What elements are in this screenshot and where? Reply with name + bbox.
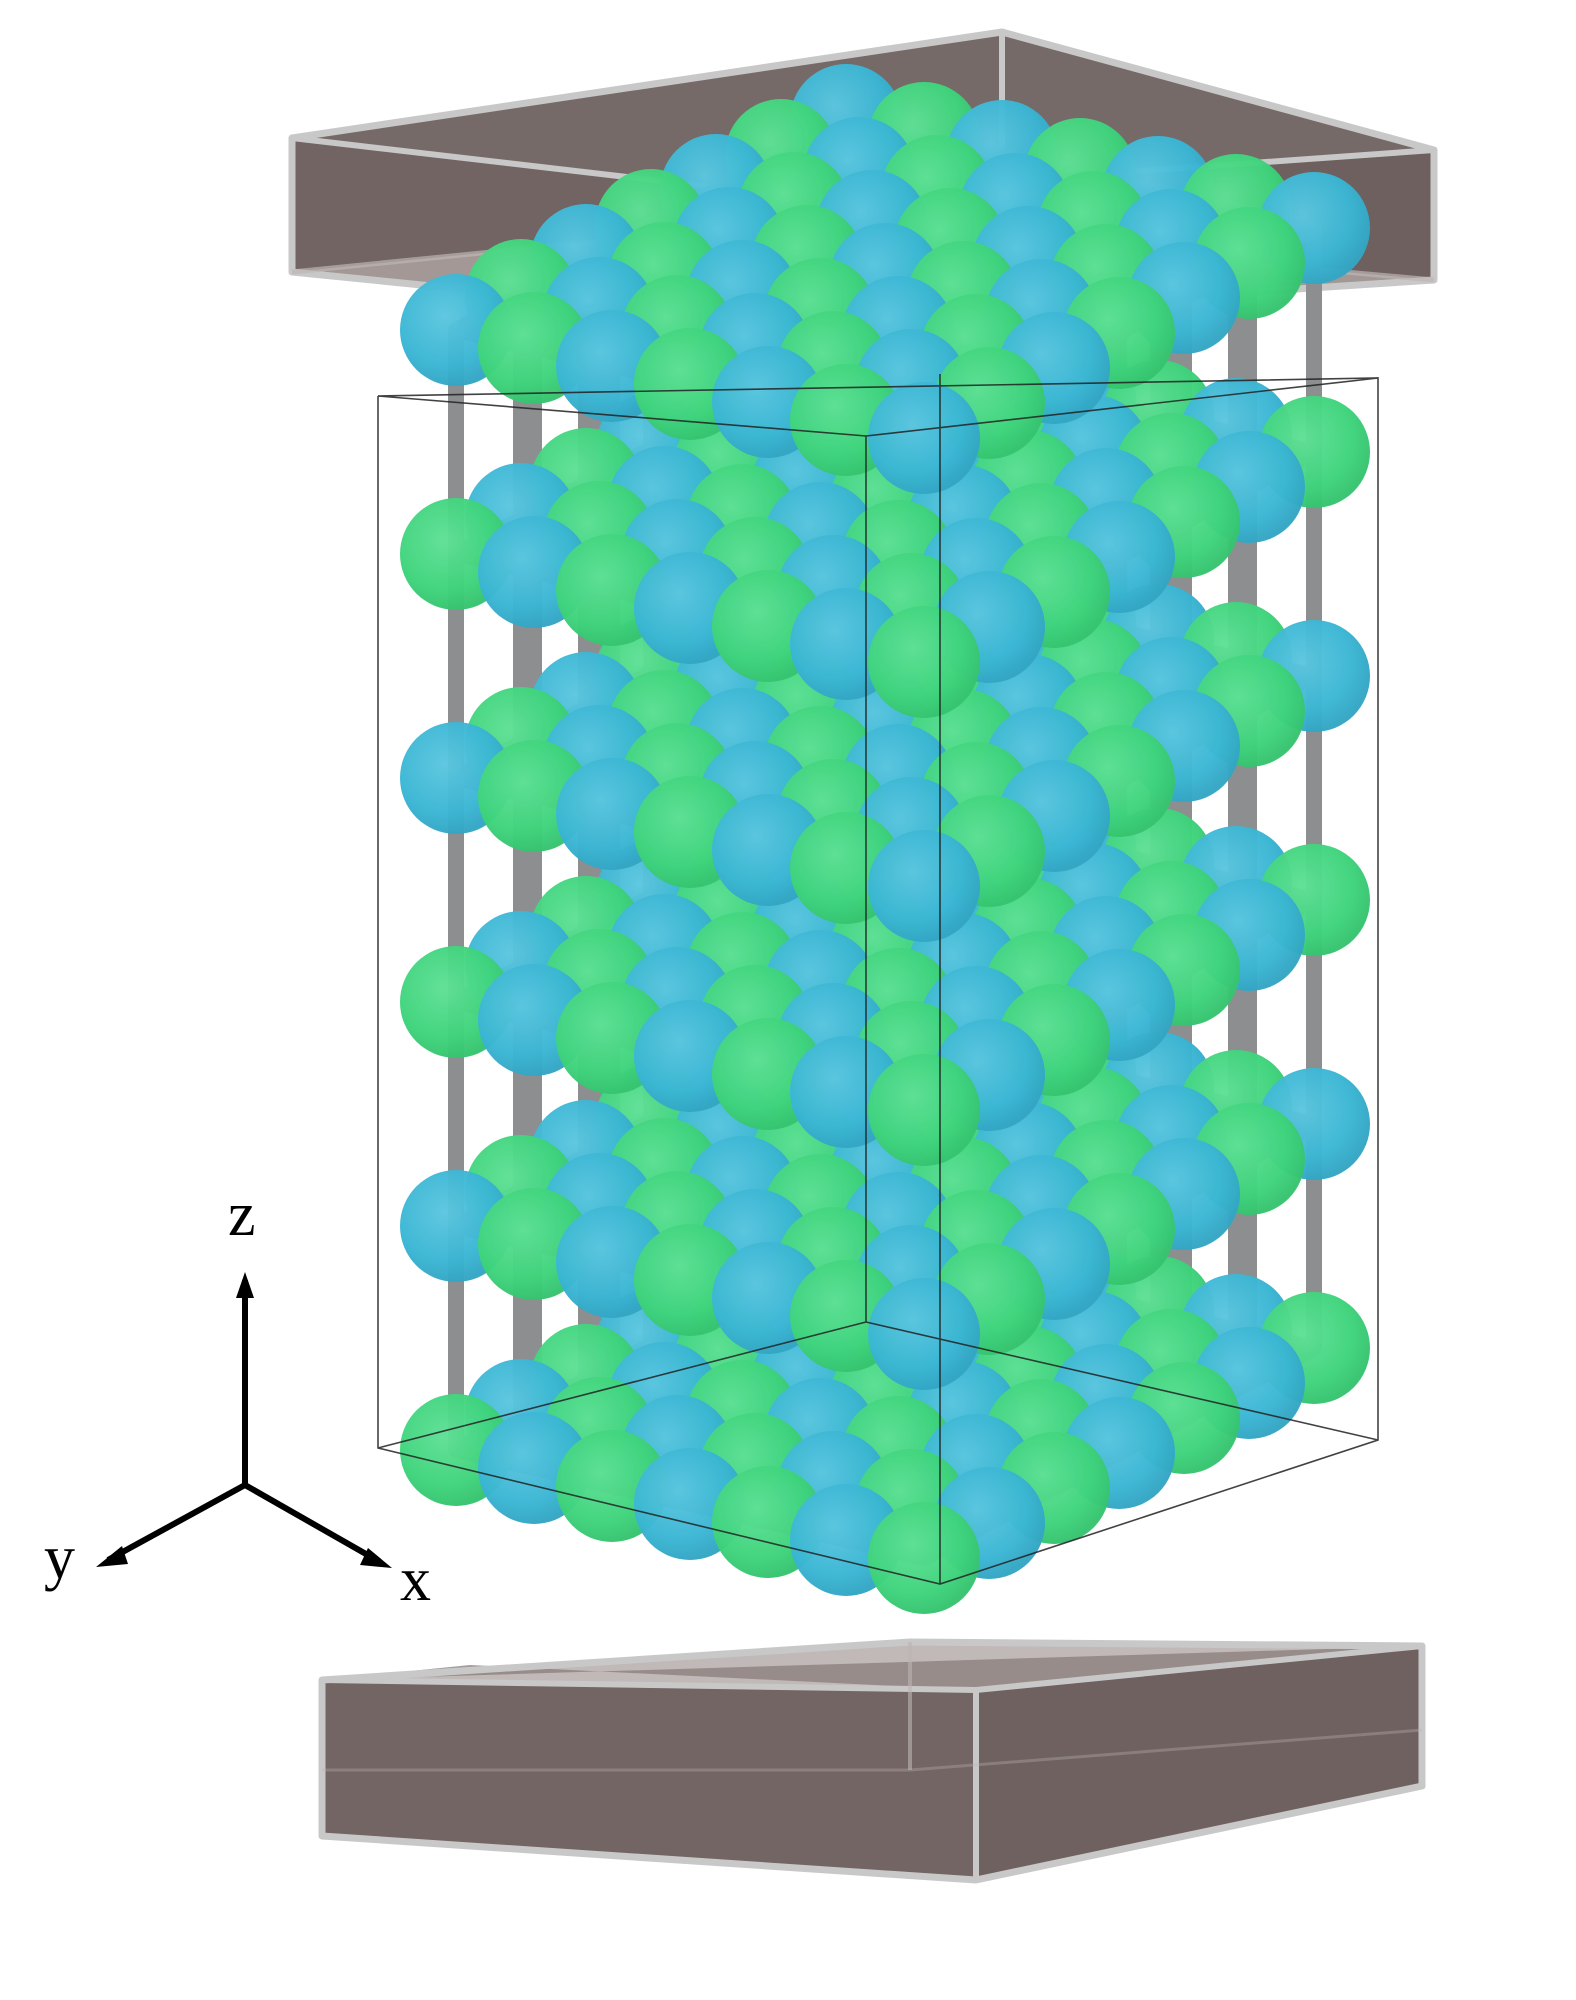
bottom-plate-left-face xyxy=(322,1680,976,1880)
y-arrowhead-icon xyxy=(96,1546,128,1567)
green-atom-293 xyxy=(868,1502,980,1614)
blue-atom-288 xyxy=(868,382,980,494)
z-axis-label: z xyxy=(228,1181,256,1249)
atom-group xyxy=(400,64,1370,1614)
bottom-plate-top-face xyxy=(322,1642,1422,1690)
blue-atom-292 xyxy=(868,1278,980,1390)
z-arrowhead-icon xyxy=(236,1272,254,1298)
bottom-plate-right-face xyxy=(976,1646,1422,1880)
zinc-blende-lattice xyxy=(400,64,1370,1614)
coordinate-axes: z x y xyxy=(44,1181,431,1614)
green-atom-289 xyxy=(868,606,980,718)
unit-cell-outline xyxy=(377,374,1379,1585)
x-arrowhead-icon xyxy=(360,1548,392,1568)
bottom-electrode-plate xyxy=(318,1638,1426,1884)
blue-atom-290 xyxy=(868,830,980,942)
x-axis-arrow xyxy=(243,1482,382,1565)
y-axis-arrow xyxy=(106,1482,247,1563)
y-axis-label: y xyxy=(44,1524,75,1592)
green-atom-291 xyxy=(868,1054,980,1166)
x-axis-label: x xyxy=(400,1546,431,1614)
